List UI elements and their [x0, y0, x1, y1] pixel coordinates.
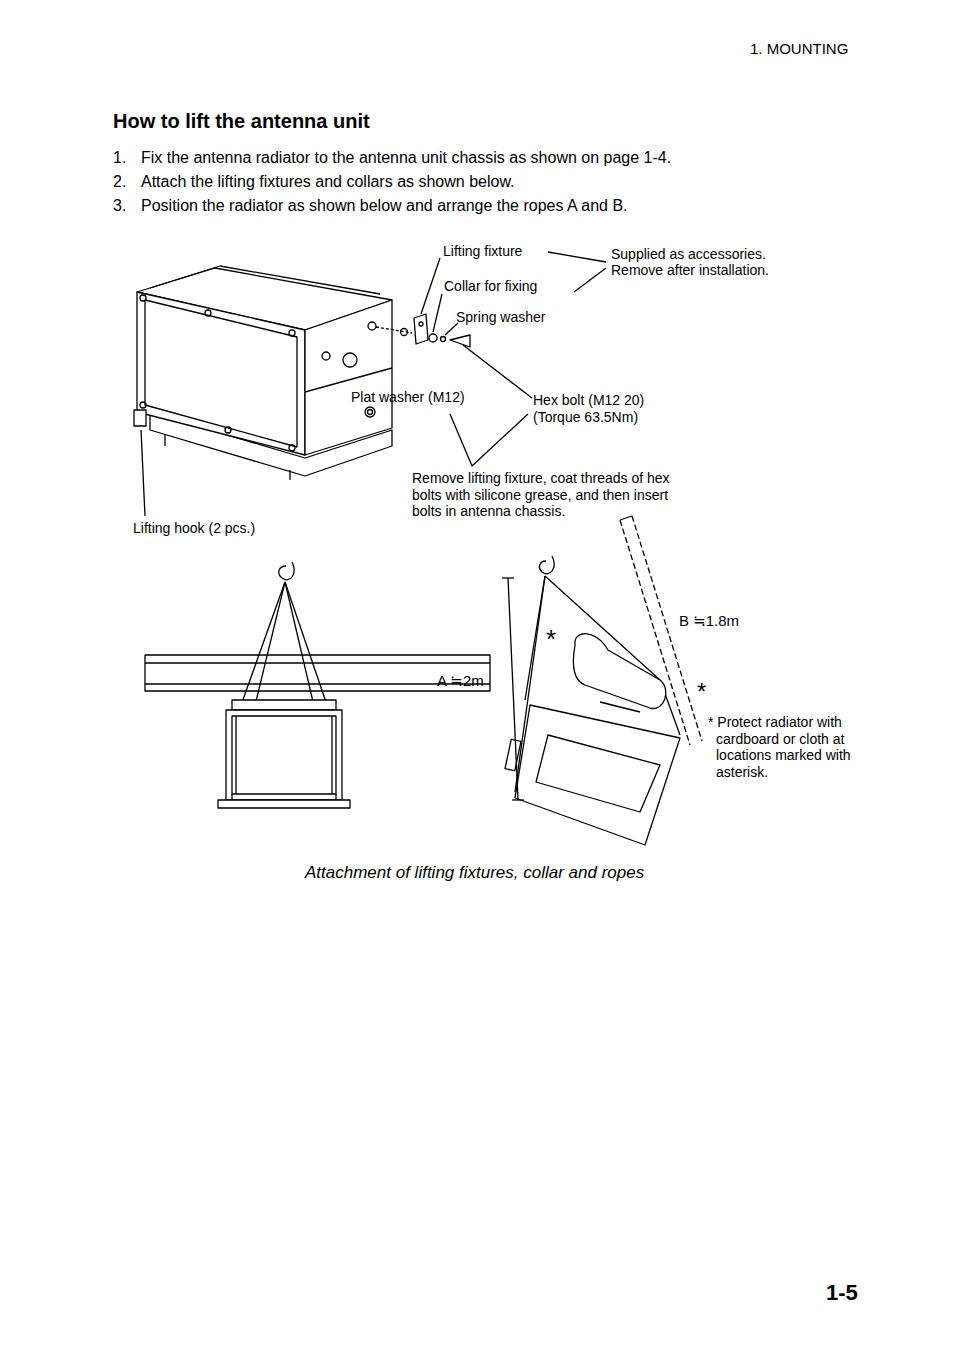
- section-header: 1. MOUNTING: [750, 40, 848, 57]
- step-number: 3.: [113, 197, 126, 215]
- dimension-label: A ≒2m: [437, 672, 484, 690]
- part-label: Spring washer: [456, 309, 546, 325]
- step-number: 1.: [113, 149, 126, 167]
- step-text: Fix the antenna radiator to the antenna …: [141, 149, 671, 167]
- step-text: Attach the lifting fixtures and collars …: [141, 173, 515, 191]
- note-text: Supplied as accessories. Remove after in…: [611, 246, 806, 278]
- step-text: Position the radiator as shown below and…: [141, 197, 628, 215]
- part-label: Hex bolt (M12 20) (Torque 63.5Nm): [533, 392, 678, 426]
- asterisk-mark: *: [546, 626, 556, 652]
- page-title: How to lift the antenna unit: [113, 110, 370, 133]
- asterisk-mark: *: [697, 680, 706, 704]
- page-number: 1-5: [826, 1280, 858, 1306]
- part-label: Lifting fixture: [443, 243, 522, 259]
- part-label: Plat washer (M12): [351, 389, 465, 405]
- part-label: Collar for fixing: [444, 278, 537, 294]
- part-label: Lifting hook (2 pcs.): [133, 520, 255, 536]
- note-text: Remove lifting fixture, coat threads of …: [412, 470, 687, 520]
- note-text: * Protect radiator with cardboard or clo…: [708, 714, 881, 780]
- step-number: 2.: [113, 173, 126, 191]
- figure-caption: Attachment of lifting fixtures, collar a…: [305, 863, 644, 883]
- dimension-label: B ≒1.8m: [679, 612, 739, 630]
